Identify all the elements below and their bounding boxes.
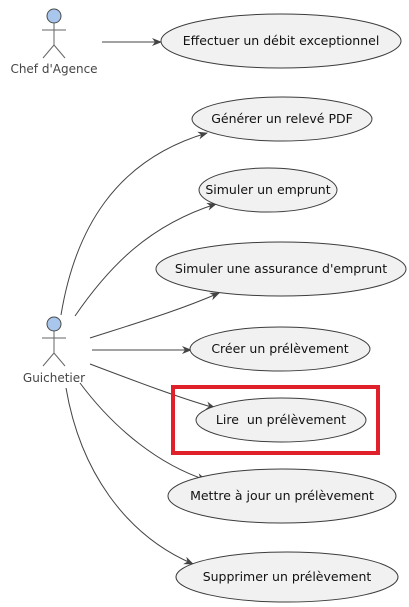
use-case-label-emprunt: Simuler un emprunt	[205, 182, 330, 197]
edge-guichetier-assurance	[89, 292, 220, 339]
highlight-box	[171, 385, 380, 455]
edge-guichetier-emprunt	[74, 202, 217, 317]
use-case-creer: Créer un prélèvement	[189, 326, 371, 372]
edge-guichetier-supprimer	[65, 387, 194, 565]
use-case-label-lire: Lire un prélèvement	[216, 412, 346, 427]
actor-head-icon	[46, 316, 62, 332]
use-case-label-assurance: Simuler une assurance d'emprunt	[175, 261, 387, 276]
use-case-lire: Lire un prélèvement	[195, 397, 367, 443]
use-case-emprunt: Simuler un emprunt	[198, 167, 338, 213]
actor-head-icon	[46, 8, 62, 24]
actor-label-guichetier: Guichetier	[23, 371, 85, 385]
edge-guichetier-lire	[89, 363, 216, 410]
use-case-label-supprimer: Supprimer un prélèvement	[203, 569, 372, 584]
use-case-label-releve: Générer un relevé PDF	[211, 111, 353, 126]
use-case-label-creer: Créer un prélèvement	[211, 341, 348, 356]
edge-guichetier-releve	[60, 131, 208, 316]
use-case-debit: Effectuer un débit exceptionnel	[160, 13, 402, 69]
use-case-assurance: Simuler une assurance d'emprunt	[155, 241, 407, 297]
use-case-maj: Mettre à jour un prélèvement	[167, 468, 397, 524]
actor-label-chef: Chef d'Agence	[10, 62, 97, 76]
edges	[60, 38, 220, 565]
use-case-label-debit: Effectuer un débit exceptionnel	[183, 33, 380, 48]
use-case-label-maj: Mettre à jour un prélèvement	[190, 488, 374, 503]
use-case-releve: Générer un relevé PDF	[191, 96, 373, 142]
use-case-supprimer: Supprimer un prélèvement	[175, 551, 399, 603]
actor-guichetier: Guichetier	[23, 316, 85, 385]
actor-chef-d-agence: Chef d'Agence	[10, 8, 98, 76]
edge-guichetier-maj	[79, 382, 207, 482]
